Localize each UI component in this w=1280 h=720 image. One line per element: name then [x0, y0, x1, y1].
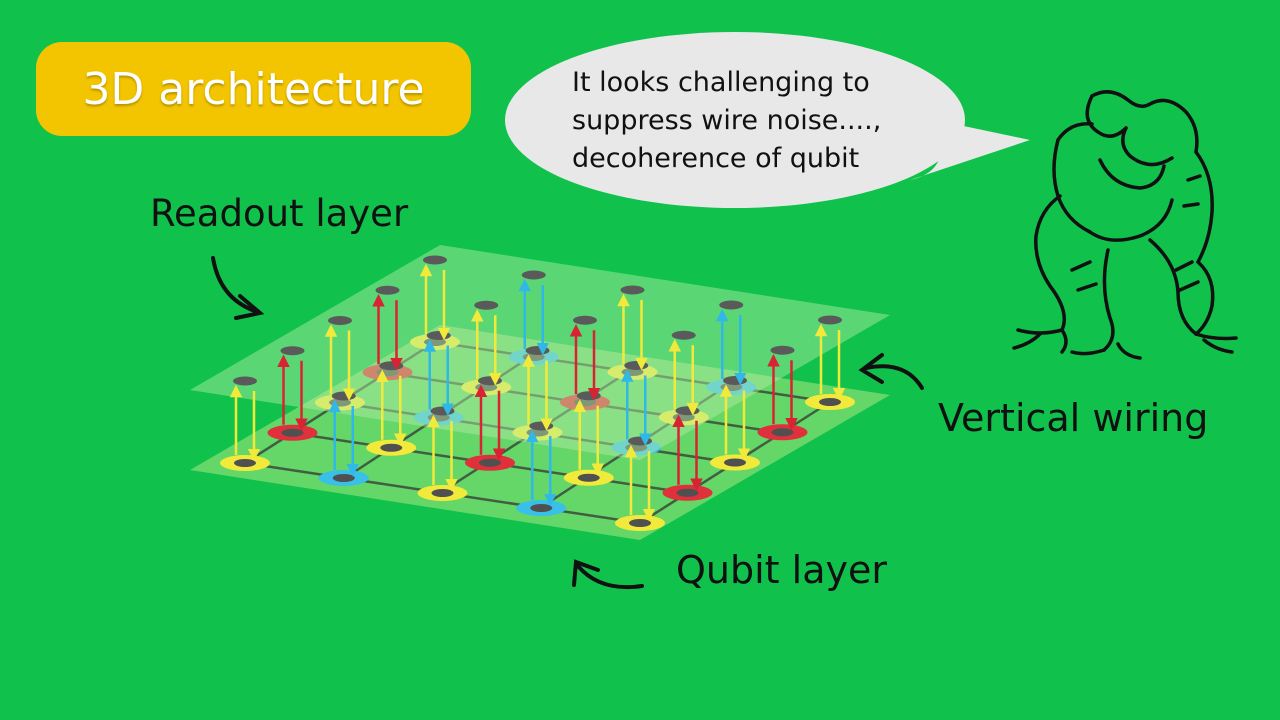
readout-pad — [328, 316, 352, 325]
readout-pad — [233, 376, 257, 386]
readout-pad — [675, 406, 700, 416]
readout-pad — [426, 331, 451, 340]
qubit-core — [577, 473, 600, 482]
qubit-core — [771, 428, 794, 437]
readout-pad — [628, 436, 652, 446]
vertical-wiring-label: Vertical wiring — [938, 396, 1209, 440]
qubit-core — [380, 443, 403, 452]
readout-pad — [723, 376, 747, 385]
readout-pad — [573, 315, 597, 325]
qubit-curved-arrowhead-icon — [572, 559, 600, 587]
readout-pad — [770, 345, 795, 355]
readout-pad — [624, 361, 649, 370]
readout-pad — [521, 270, 546, 280]
vertical-curved-arrowhead-icon — [858, 353, 884, 384]
bubble-line-3: decoherence of qubit — [572, 143, 860, 174]
qubit-core — [819, 398, 841, 406]
title-badge: 3D architecture — [36, 42, 471, 136]
readout-pad — [529, 421, 554, 431]
qubit-core — [629, 519, 651, 527]
readout-pad — [379, 361, 404, 371]
speech-bubble-text: It looks challenging to suppress wire no… — [572, 64, 932, 178]
qubit-core — [332, 474, 355, 482]
readout-pad — [818, 315, 842, 325]
readout-pad — [620, 285, 645, 295]
title: 3D architecture — [82, 63, 425, 115]
qubit-layer-label: Qubit layer — [676, 548, 887, 592]
qubit-core — [676, 488, 699, 497]
readout-pad — [671, 330, 696, 340]
vertical-wiring — [229, 263, 846, 522]
readout-pad — [719, 300, 744, 310]
readout-pad — [478, 376, 502, 386]
readout-pad — [525, 346, 550, 355]
readout-curved-arrow-icon — [211, 256, 260, 314]
qubit-core — [234, 459, 256, 467]
readout-pad — [430, 406, 455, 416]
readout-pad — [474, 300, 499, 310]
readout-pad — [331, 391, 356, 401]
bubble-line-2: suppress wire noise...., — [572, 105, 882, 136]
qubit-core — [431, 489, 454, 497]
readout-pad — [576, 391, 601, 401]
qubit-core — [530, 504, 553, 512]
vertical-curved-arrow-icon — [864, 364, 924, 390]
qubit-core — [479, 458, 501, 467]
qubit-core — [724, 458, 746, 467]
bubble-line-1: It looks challenging to — [572, 67, 870, 98]
frog-illustration — [1012, 90, 1238, 360]
readout-pad — [423, 255, 447, 265]
qubit-curved-arrow-icon — [576, 564, 644, 590]
qubit-core — [281, 428, 304, 437]
readout-pad — [280, 346, 305, 356]
readout-curved-arrowhead-icon — [234, 294, 265, 320]
readout-pad — [375, 285, 400, 295]
readout-layer-label: Readout layer — [150, 192, 409, 235]
